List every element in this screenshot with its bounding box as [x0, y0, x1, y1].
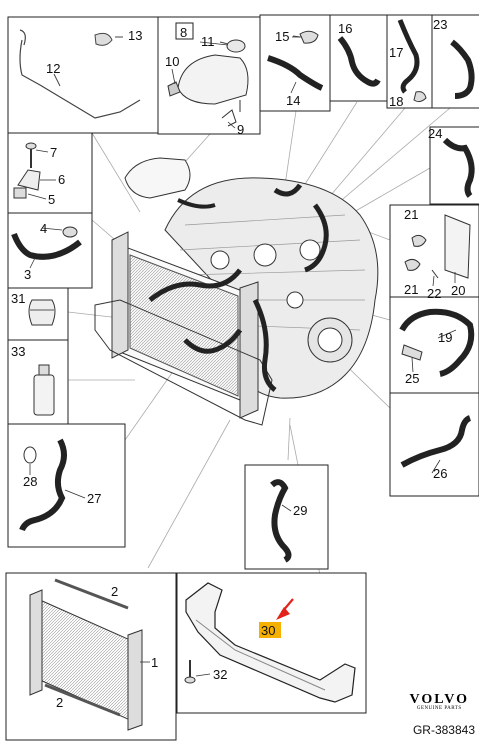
leader-p32: [195, 673, 211, 677]
part-label-p11: 11: [201, 34, 215, 49]
part-label-p18: 18: [389, 94, 403, 109]
callout-box-17-18: [386, 14, 433, 109]
part-label-p20: 20: [451, 283, 465, 298]
part-label-p2b: 2: [56, 695, 63, 710]
leader-p19: [437, 329, 457, 339]
leader-p25: [411, 357, 414, 373]
leader-p4: [41, 227, 63, 231]
callout-box-29: [244, 464, 329, 570]
part-label-p28: 28: [23, 474, 37, 489]
callout-box-31: [7, 287, 69, 341]
part-label-p23: 23: [433, 17, 447, 32]
leader-p10: [171, 68, 176, 85]
callout-box-3-4: [7, 212, 93, 289]
part-label-p4: 4: [40, 221, 47, 236]
part-label-p32: 32: [213, 667, 227, 682]
part-label-p7: 7: [50, 145, 57, 160]
callout-box-5-7: [7, 132, 93, 214]
part-label-p24: 24: [428, 126, 442, 141]
leader-p22: [432, 275, 435, 287]
leader-p5: [27, 193, 47, 200]
part-label-p33: 33: [11, 344, 25, 359]
part-label-p19: 19: [438, 330, 452, 345]
part-label-p14: 14: [286, 93, 300, 108]
part-label-p17: 17: [389, 45, 403, 60]
highlight-marker: [259, 598, 294, 638]
diagram-reference: GR-383843: [412, 723, 475, 737]
part-label-p9: 9: [237, 122, 244, 137]
leader-p14: [290, 81, 297, 94]
callout-box-19-25: [389, 296, 479, 394]
part-label-p22: 22: [427, 286, 441, 301]
callout-box-1-2-radiator: [5, 572, 177, 741]
leader-p3: [29, 257, 36, 269]
brand-name: VOLVO: [409, 692, 469, 707]
part-label-p8: 8: [180, 25, 187, 40]
part-label-p29: 29: [293, 503, 307, 518]
part-label-p26: 26: [433, 466, 447, 481]
callout-box-23: [431, 14, 479, 109]
part-label-p5: 5: [48, 192, 55, 207]
callout-box-30-32-crossmember: [176, 572, 367, 714]
part-label-p25: 25: [405, 371, 419, 386]
leader-p27: [64, 489, 86, 499]
brand-subtitle: GENUINE PARTS: [416, 706, 462, 711]
callout-box-12-13: [7, 16, 159, 134]
part-label-p10: 10: [165, 54, 179, 69]
part-label-p13: 13: [128, 28, 142, 43]
part-label-p30: 30: [261, 623, 275, 638]
brand-logo: VOLVO GENUINE PARTS: [410, 692, 470, 711]
part-label-p2a: 2: [111, 584, 118, 599]
part-label-p12: 12: [46, 61, 60, 76]
callout-box-8-11: [157, 16, 261, 135]
part-label-p27: 27: [87, 491, 101, 506]
leader-p26: [431, 459, 441, 474]
callout-box-16: [329, 14, 388, 102]
callout-box-33: [7, 339, 69, 425]
callout-box-24: [429, 126, 479, 205]
part-label-p3: 3: [24, 267, 31, 282]
part-label-p21b: 21: [404, 282, 418, 297]
callout-box-20-22: [389, 204, 479, 298]
callout-box-14-15: [259, 14, 331, 112]
leader-p9: [227, 121, 236, 129]
leader-p7: [35, 149, 49, 153]
part-label-p6: 6: [58, 172, 65, 187]
callout-box-27-28: [7, 423, 126, 548]
callout-box-26: [389, 392, 479, 497]
part-label-p16: 16: [338, 21, 352, 36]
leader-p29: [281, 504, 292, 512]
engine-assembly: [94, 157, 379, 426]
part-label-p31: 31: [11, 291, 25, 306]
part-label-p21a: 21: [404, 207, 418, 222]
part-label-p1: 1: [151, 655, 158, 670]
part-label-p15: 15: [275, 29, 289, 44]
leader-p11: [199, 41, 229, 46]
